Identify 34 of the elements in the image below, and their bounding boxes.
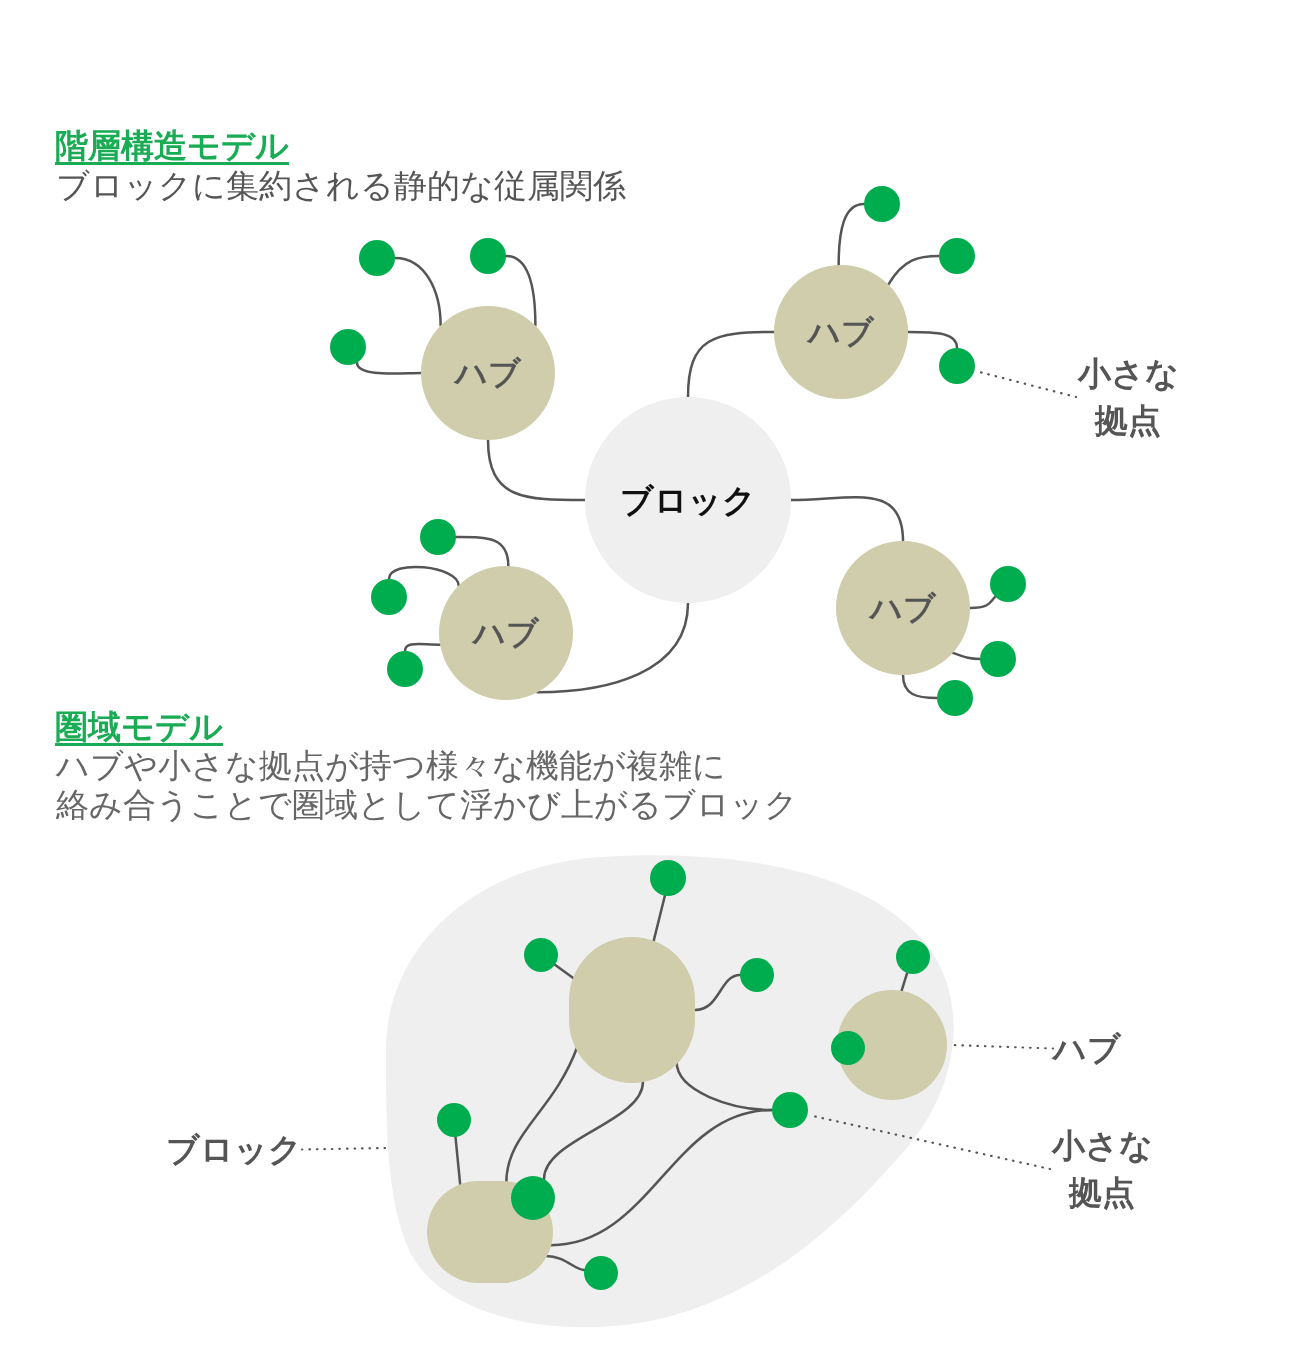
connector-line [355, 361, 423, 375]
connector-line [536, 601, 690, 694]
connector-line [549, 1108, 774, 1247]
section-description: ハブや小さな拠点が持つ様々な機能が複雑に絡み合うことで圏域として浮かび上がるブロック [56, 746, 798, 824]
section-heading: 圏域モデル [55, 707, 223, 747]
connector-line [951, 651, 982, 661]
connector-line [901, 673, 939, 700]
connector-line [900, 971, 909, 993]
connector-line [393, 256, 442, 327]
connector-line [486, 438, 587, 502]
hub-label: ハブ [455, 357, 521, 389]
connector-line [686, 330, 776, 399]
connector-line [454, 535, 510, 568]
connector-line [968, 595, 997, 610]
connector-line [403, 642, 442, 653]
hub-label: ハブ [473, 617, 539, 649]
callout-label: 小さな拠点 [1050, 1122, 1154, 1216]
connector-line [837, 202, 866, 267]
hub-label: ハブ [808, 316, 874, 348]
connector-line [693, 973, 742, 1012]
connector-line [652, 894, 667, 943]
block-label: ブロック [620, 483, 756, 517]
callout-label: 小さな拠点 [1076, 350, 1180, 444]
callout-label: ハブ [1053, 1025, 1121, 1072]
connector-line [387, 565, 460, 587]
connector-line [544, 1254, 586, 1272]
connector-line [542, 1080, 645, 1181]
section-heading: 階層構造モデル [55, 126, 289, 166]
section-subtitle: ブロックに集約される静的な従属関係 [56, 166, 626, 206]
callout-label: ブロック [166, 1126, 302, 1173]
connector-line [504, 254, 537, 327]
connector-line [789, 495, 905, 543]
connector-line [887, 254, 941, 286]
hub-label: ハブ [870, 592, 936, 624]
